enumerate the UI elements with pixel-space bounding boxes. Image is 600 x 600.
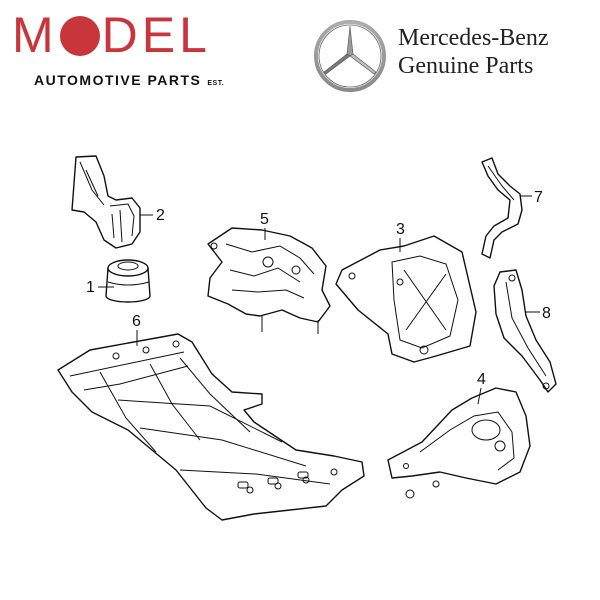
- brand-est: EST.: [207, 80, 225, 87]
- wordmark-right: DEL: [101, 7, 211, 63]
- part-6-subframe: [57, 333, 365, 521]
- callout-6-label: 6: [132, 313, 141, 330]
- part-7-support-arm: [481, 157, 523, 259]
- callout-1: 1: [86, 279, 114, 296]
- callout-4-label: 4: [477, 371, 486, 388]
- callout-6: 6: [132, 313, 141, 346]
- oem-subtitle: Genuine Parts: [398, 53, 534, 79]
- part-4-gearbox-bracket: [387, 387, 531, 499]
- brand-subtitle-text: AUTOMOTIVE PARTS: [34, 72, 202, 88]
- callout-7-label: 7: [534, 189, 543, 206]
- callout-4: 4: [477, 371, 486, 405]
- callout-5-label: 5: [260, 211, 269, 228]
- callout-8-label: 8: [542, 305, 551, 322]
- callout-7: 7: [520, 189, 543, 206]
- oem-brand: Mercedes-Benz Genuine Parts: [312, 14, 594, 94]
- callout-5: 5: [260, 211, 269, 240]
- callout-2: 2: [140, 207, 165, 224]
- callout-2-label: 2: [156, 207, 165, 224]
- three-pointed-star-icon: [314, 20, 386, 92]
- part-5-transmission-mount: [207, 227, 331, 334]
- callout-3-label: 3: [396, 221, 405, 238]
- callout-3: 3: [396, 221, 405, 252]
- callout-8: 8: [526, 305, 551, 322]
- callout-1-label: 1: [86, 279, 95, 296]
- brand-subtitle: AUTOMOTIVE PARTS EST.: [34, 72, 224, 88]
- model-wordmark: M DEL: [12, 10, 211, 60]
- model-logo: M DEL AUTOMOTIVE PARTS EST.: [12, 10, 262, 90]
- part-2-engine-mount: [71, 155, 141, 249]
- oem-name: Mercedes-Benz: [398, 25, 549, 51]
- wordmark-o-icon: [59, 16, 100, 56]
- part-8-bracket-arm: [493, 269, 557, 393]
- part-1-bushing: [105, 259, 151, 303]
- wordmark-left: M: [12, 7, 58, 63]
- part-3-bracket: [335, 235, 477, 363]
